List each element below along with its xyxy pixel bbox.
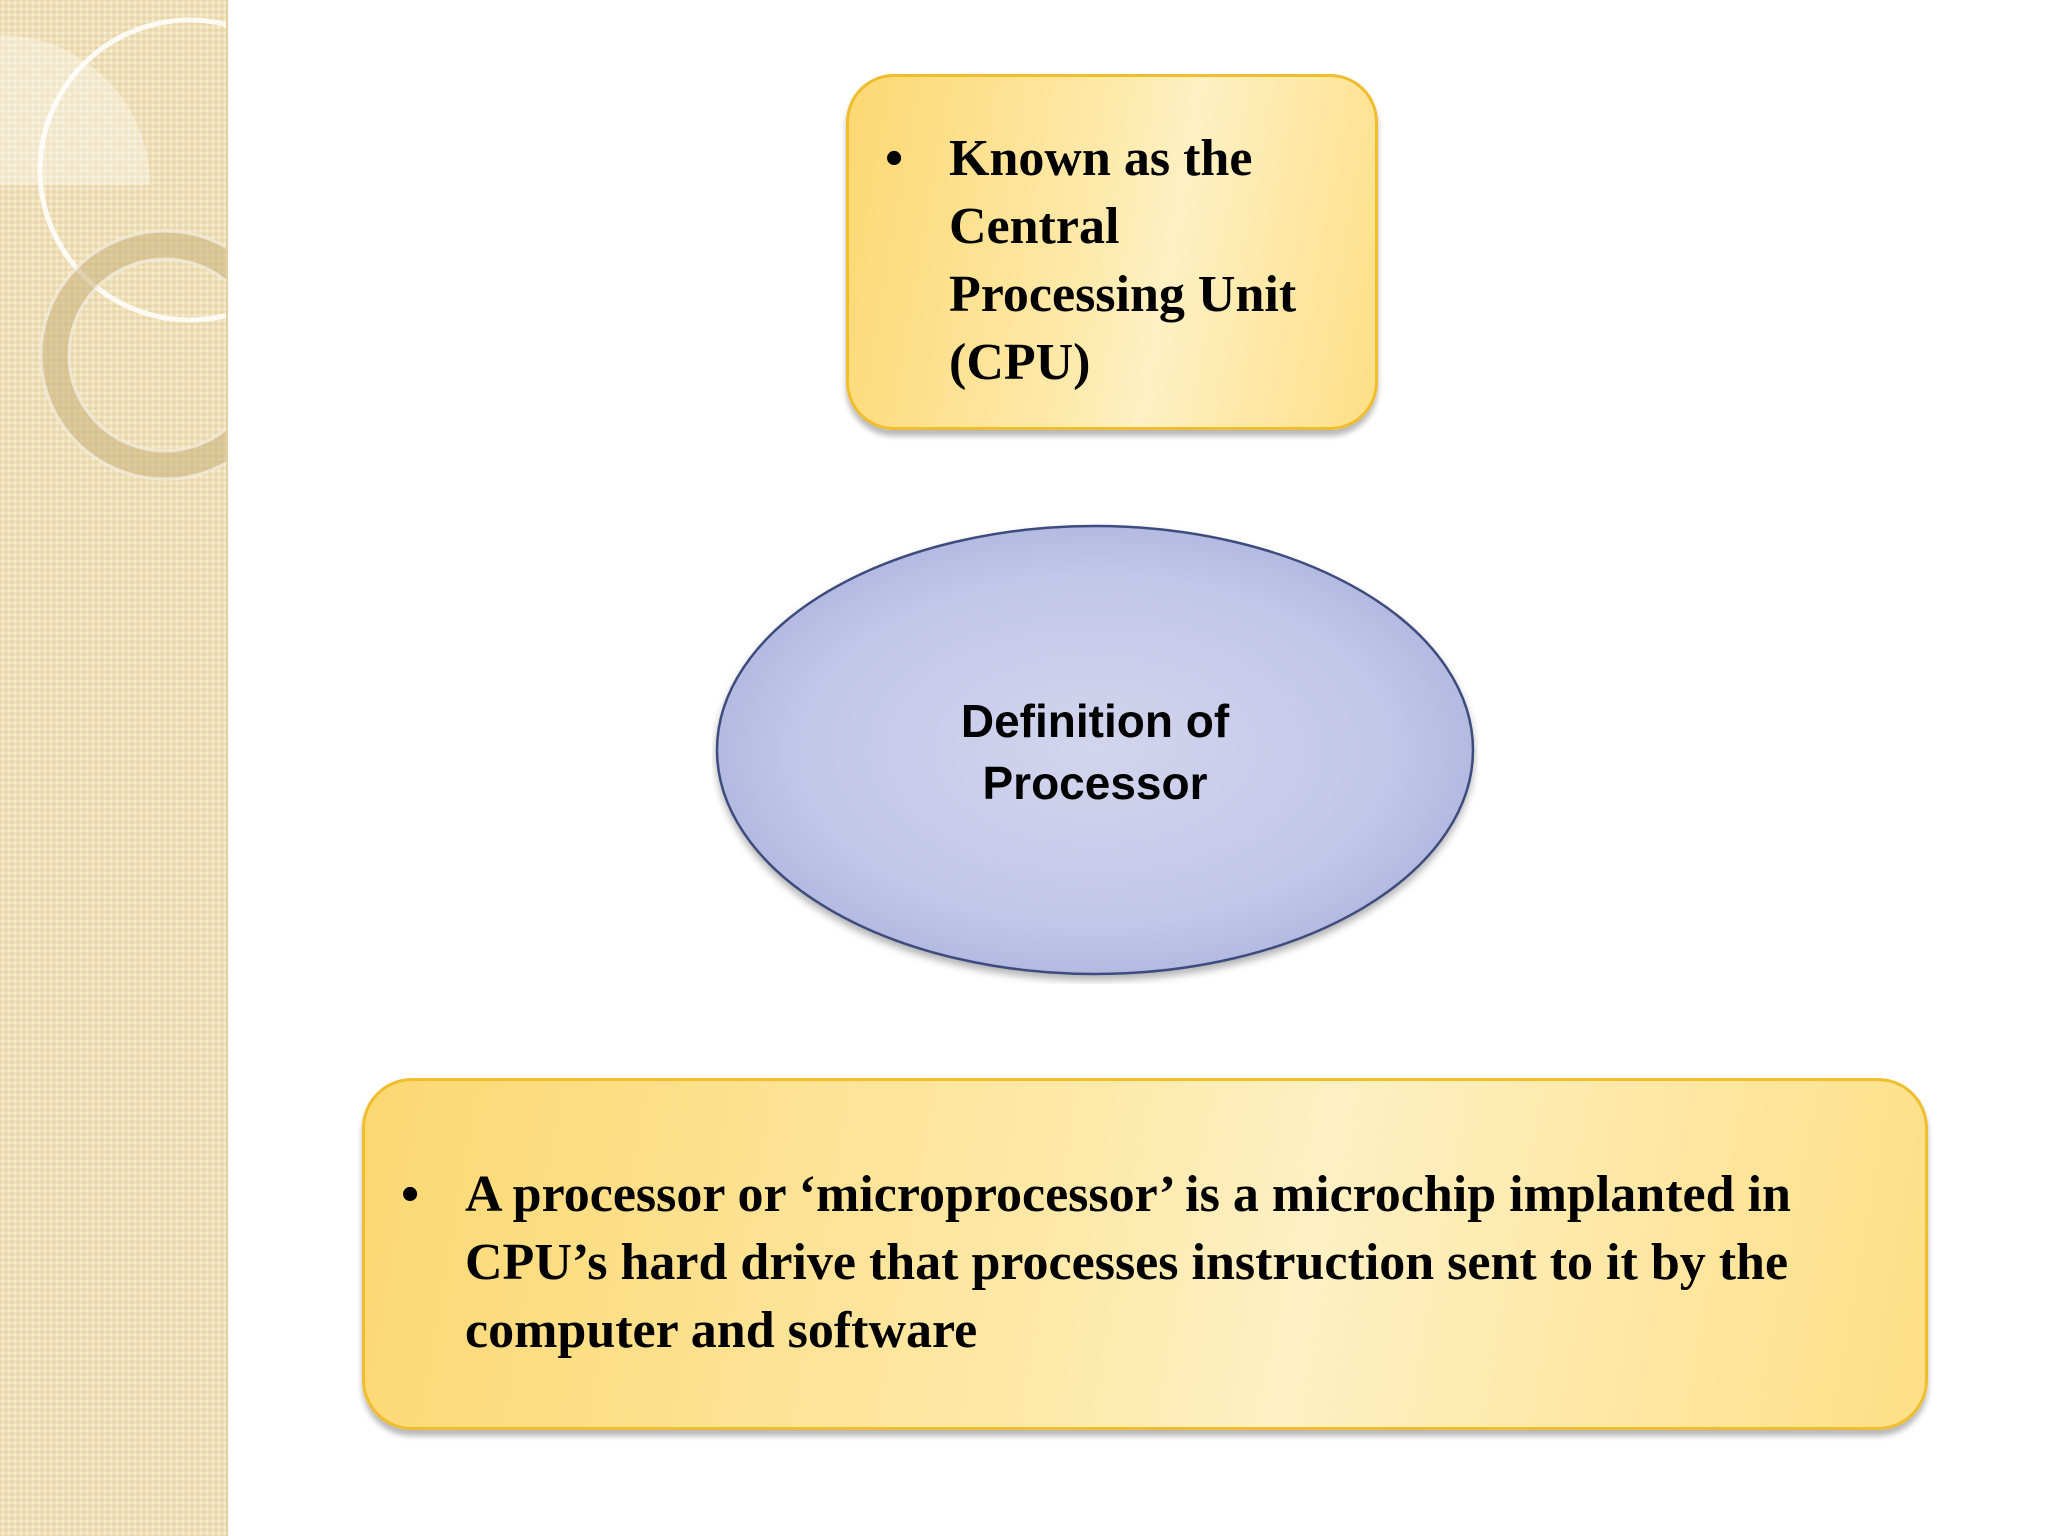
side-strip-edge: [226, 0, 228, 1536]
bullet-icon: •: [401, 1166, 420, 1223]
bullet-item: • Known as the Central Processing Unit (…: [849, 125, 1375, 397]
bullet-icon: •: [885, 130, 904, 187]
decorative-side-strip: [0, 0, 228, 1536]
bullet-text: Known as the Central Processing Unit (CP…: [949, 130, 1297, 391]
bullet-text: A processor or ‘microprocessor’ is a mic…: [465, 1166, 1791, 1359]
definition-title-line1: Definition of: [960, 695, 1230, 747]
definition-title-line2: Processor: [982, 757, 1208, 809]
cpu-known-as-box: • Known as the Central Processing Unit (…: [846, 74, 1378, 430]
processor-ellipse: [715, 524, 1475, 976]
bullet-item: • A processor or ‘microprocessor’ is a m…: [365, 1161, 1925, 1365]
definition-title: Definition of Processor: [712, 690, 1478, 814]
processor-definition-box: • A processor or ‘microprocessor’ is a m…: [362, 1078, 1928, 1430]
decorative-circles: [0, 17, 228, 481]
